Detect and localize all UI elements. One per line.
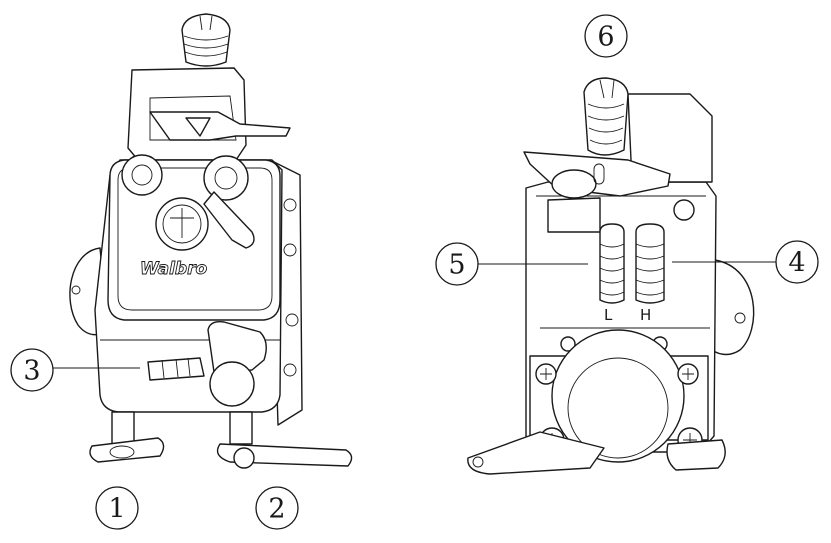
callout-3-label: 3 [23, 356, 40, 387]
callout-2-label: 2 [268, 494, 285, 525]
callout-4: 4 [775, 240, 819, 284]
top-screw-right [583, 77, 629, 156]
callout-4-label: 4 [788, 248, 805, 279]
callout-2: 2 [255, 486, 299, 530]
callout-1-label: 1 [108, 494, 125, 525]
callout-leader-lines [52, 261, 778, 369]
needle-low [599, 223, 625, 304]
needle-label-low: L [604, 306, 613, 324]
top-screw-left [181, 13, 231, 67]
callout-5-label: 5 [448, 250, 465, 281]
brand-text: Walbro [140, 259, 207, 279]
callout-6: 6 [584, 14, 628, 58]
needle-high [635, 223, 665, 304]
callout-5: 5 [435, 242, 479, 286]
callout-3: 3 [10, 348, 54, 392]
foot-1 [89, 411, 165, 463]
callout-1: 1 [95, 486, 139, 530]
callout-6-label: 6 [597, 22, 614, 53]
carburetor-left-view: Walbro [69, 13, 353, 469]
needle-label-high: H [640, 306, 651, 324]
carburetor-right-view: L H [467, 77, 755, 475]
foot-2 [216, 411, 353, 469]
